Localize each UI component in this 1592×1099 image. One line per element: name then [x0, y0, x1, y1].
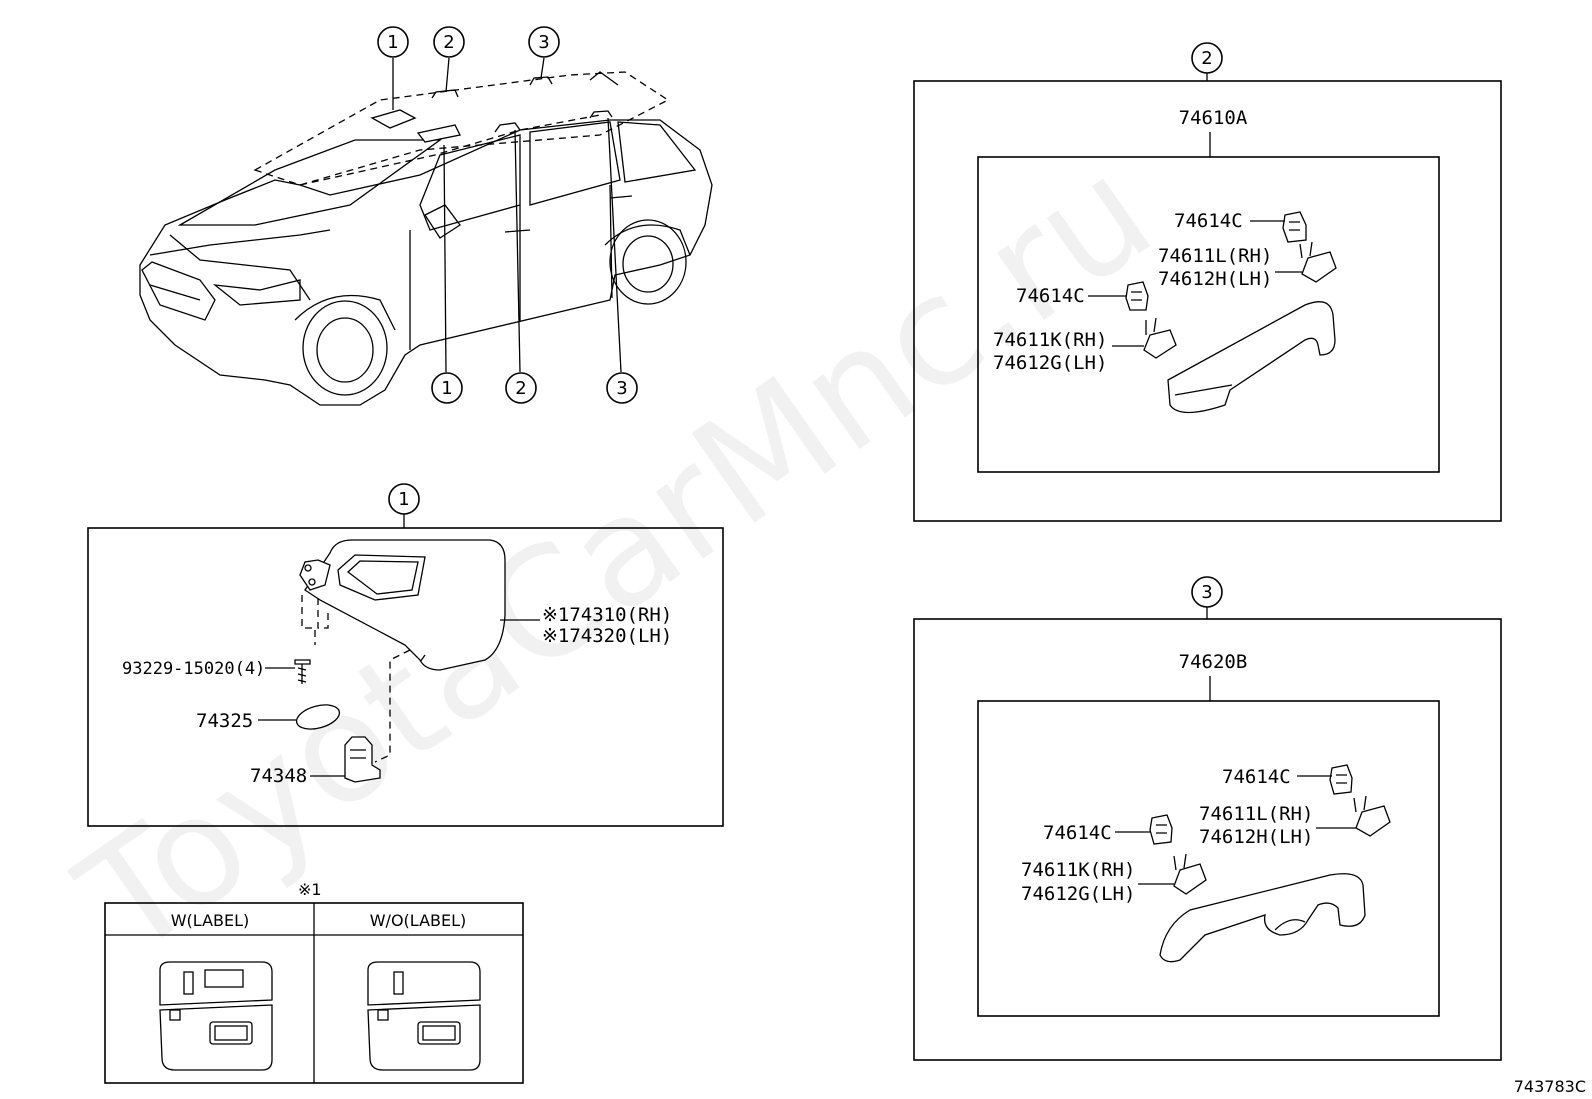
label-cover-rh-upper: 74611L(RH) [1158, 245, 1272, 267]
callout-label: 2 [515, 378, 526, 399]
label-clip-upper: 74614C [1174, 210, 1243, 232]
label-visor-rh: ※174310(RH) [542, 604, 672, 626]
callout-circle [377, 26, 409, 58]
diagram-code: 743783C [1514, 1077, 1586, 1096]
label-clip-lower: 74614C [1016, 285, 1085, 307]
column-with-label: W(LABEL) [171, 911, 250, 930]
assembly-number: 74610A [1179, 107, 1248, 129]
label-cover-lh-upper: 74612H(LH) [1158, 268, 1272, 290]
visor-without-label-drawing [367, 961, 481, 1071]
clip-drawing [1125, 281, 1149, 311]
visor-with-label-drawing [159, 961, 273, 1071]
visor-holder-drawing [344, 736, 381, 783]
callout-circle [528, 26, 560, 58]
grip-panel-3: 3 74620B 74614C 74611L(RH) 74612H(LH) 74… [913, 576, 1502, 1061]
outer-frame [913, 618, 1502, 1061]
label-cover-lh-lower: 74612G(LH) [993, 352, 1107, 374]
callout-label: 2 [443, 32, 454, 53]
column-without-label: W/O(LABEL) [370, 911, 467, 930]
inner-frame [977, 700, 1440, 1017]
panel-callout: 2 [1201, 48, 1212, 69]
cover-drawing [1173, 863, 1207, 895]
cover-drawing [1355, 805, 1391, 837]
callout-label: 3 [538, 32, 549, 53]
callout-label: 1 [387, 32, 398, 53]
car-bottom-callouts: 1 2 3 [431, 372, 638, 404]
watermark: ToyotaCarMnc.ru [50, 125, 1182, 990]
callout-circle [431, 372, 463, 404]
callout-label: 3 [616, 378, 627, 399]
label-visor-holder: 74348 [250, 765, 307, 787]
clip-drawing [1329, 764, 1353, 795]
label-clip-lower: 74614C [1043, 822, 1112, 844]
outer-frame [913, 80, 1502, 522]
panel-callout: 1 [398, 489, 409, 510]
label-cover-rh-lower: 74611K(RH) [993, 329, 1107, 351]
clip-drawing [1149, 814, 1173, 845]
sun-visor-panel: 1 ※174310(RH) ※174320(LH) 93229-15020 [87, 483, 724, 827]
callout-circle [433, 26, 465, 58]
label-cover-lh-lower: 74612G(LH) [1021, 883, 1135, 905]
label-cover-rh-upper: 74611L(RH) [1199, 803, 1313, 825]
visor-cap-drawing [295, 704, 341, 730]
label-visor-lh: ※174320(LH) [542, 625, 672, 647]
callout-label: 1 [441, 378, 452, 399]
grip-handle-drawing [1159, 873, 1366, 963]
panel-callout: 3 [1201, 582, 1212, 603]
note-mark: ※1 [298, 880, 322, 899]
panel-frame [87, 527, 724, 827]
visor-bracket [299, 559, 331, 591]
car-top-callouts: 1 2 3 [377, 26, 560, 58]
label-cover-lh-upper: 74612H(LH) [1199, 826, 1313, 848]
label-cover-rh-lower: 74611K(RH) [1021, 859, 1135, 881]
grip-panel-2: 2 74610A 74614C 74611L(RH) 74612H(LH) 74… [913, 42, 1502, 522]
screw-drawing [294, 659, 311, 665]
label-screw: 93229-15020(4) [122, 659, 265, 679]
car-overview [139, 57, 713, 406]
cover-drawing [1143, 329, 1177, 359]
label-clip-upper: 74614C [1222, 766, 1291, 788]
callout-circle [606, 372, 638, 404]
assembly-number: 74620B [1179, 651, 1248, 673]
callout-circle [505, 372, 537, 404]
note-table: ※1 W(LABEL) W/O(LABEL) [104, 880, 524, 1084]
label-visor-cap: 74325 [196, 710, 253, 732]
clip-drawing [1282, 211, 1307, 243]
inner-frame [977, 156, 1440, 473]
cover-drawing [1301, 251, 1337, 283]
grip-handle-drawing [1167, 301, 1336, 414]
